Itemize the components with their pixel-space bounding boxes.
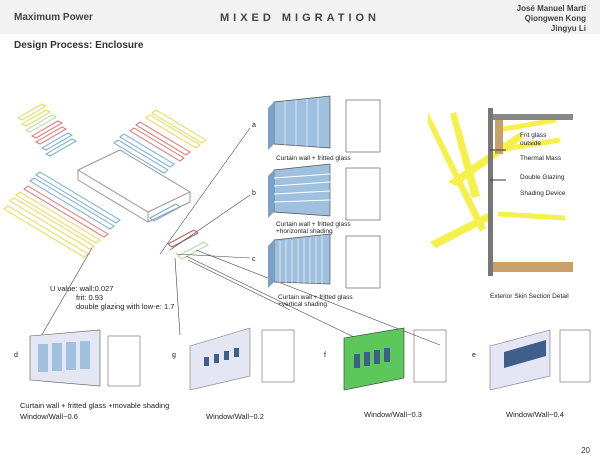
- variant-letter-d: d: [14, 352, 18, 359]
- variant-b-caption: Curtain wall + fritted glass: [276, 221, 351, 228]
- variant-d-ratio: Window/Wall~0.6: [20, 412, 78, 421]
- variant-letter-g: g: [172, 352, 176, 359]
- variant-a-caption: Curtain wall + fritted glass: [276, 155, 351, 162]
- author-name: José Manuel Martí: [516, 4, 586, 13]
- section-detail-drawing: [428, 108, 573, 276]
- project-title: Maximum Power: [14, 12, 93, 23]
- section-label: Double Glazing: [520, 174, 565, 181]
- variant-f-ratio: Window/Wall~0.3: [364, 410, 422, 419]
- section-subtitle: Design Process: Enclosure: [14, 40, 144, 51]
- exploded-axonometric: [3, 103, 441, 346]
- section-label: Shading Device: [520, 190, 566, 197]
- variant-letter-f: f: [324, 352, 326, 359]
- variant-d-caption: Curtain wall + fritted glass +movable sh…: [20, 401, 170, 410]
- u-value-frit: frit: 0.93: [76, 293, 104, 302]
- section-label: Thermal Mass: [520, 155, 562, 162]
- variant-c-caption: +vertical shading: [278, 301, 327, 308]
- variant-letter-b: b: [252, 190, 256, 197]
- variant-c-caption: Curtain wall + fritted glass: [278, 294, 353, 301]
- page-number: 20: [581, 446, 590, 455]
- author-list: José Manuel Martí Qiongwen Kong Jingyu L…: [517, 4, 586, 34]
- variant-letter-a: a: [252, 122, 256, 129]
- variant-e-ratio: Window/Wall~0.4: [506, 410, 564, 419]
- author-name: Jingyu Li: [550, 24, 586, 33]
- author-name: Qiongwen Kong: [524, 14, 586, 23]
- bottom-drawings: [29, 327, 591, 391]
- header-bar: [0, 0, 600, 34]
- section-caption: Exterior Skin Section Detail: [490, 293, 569, 300]
- section-label: outside: [520, 140, 541, 147]
- variant-c-drawing: [268, 233, 381, 289]
- variant-b-caption: +horizontal shading: [276, 228, 333, 235]
- section-label: Frit glass: [520, 132, 547, 139]
- variant-a-drawing: [268, 95, 381, 153]
- variant-b-drawing: [268, 163, 381, 221]
- u-value-wall: U value: wall:0.027: [50, 284, 114, 293]
- variant-g-ratio: Window/Wall~0.2: [206, 412, 264, 421]
- variant-letter-e: e: [472, 352, 476, 359]
- presentation-title: MIXED MIGRATION: [219, 12, 380, 24]
- u-value-glazing: double glazing with low-e: 1.7: [76, 302, 175, 311]
- variant-letter-c: c: [252, 256, 256, 263]
